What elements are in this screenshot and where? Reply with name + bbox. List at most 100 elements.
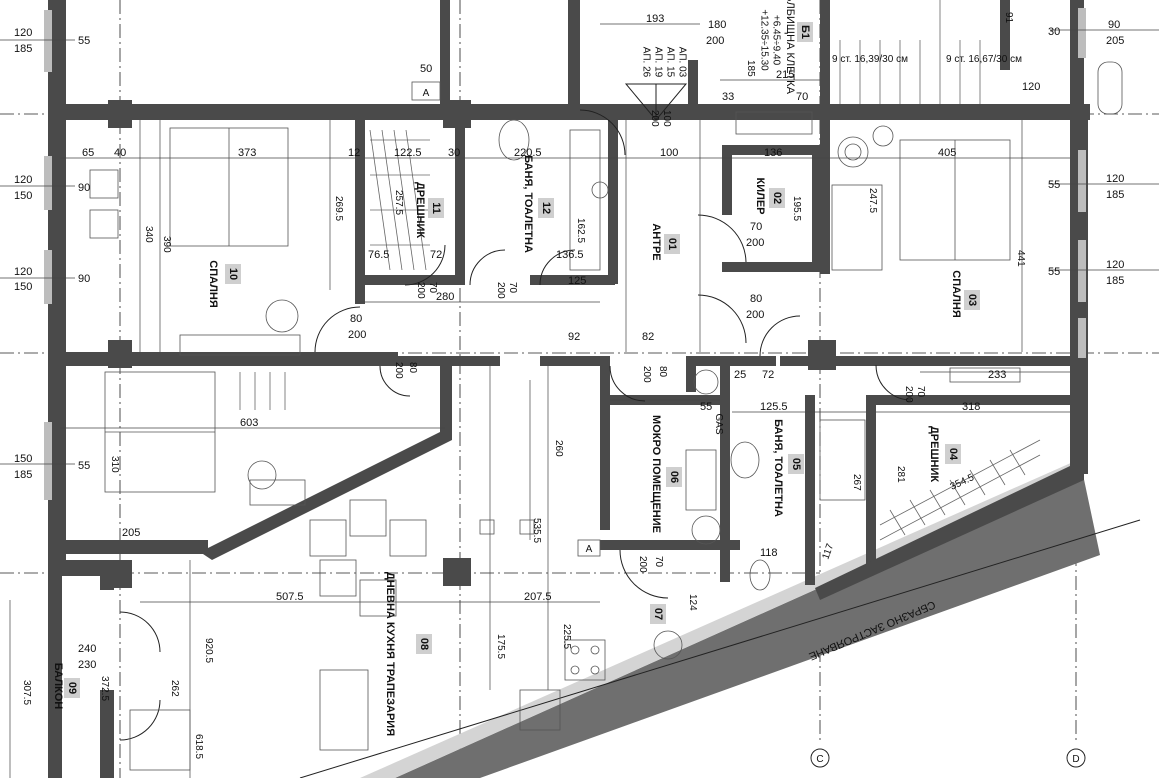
- gas-label: GAS: [713, 413, 724, 434]
- door-6-h: 200: [903, 386, 914, 403]
- win-l1-h: 185: [14, 43, 32, 55]
- win-l1-dim: 55: [78, 35, 90, 47]
- dimension-numbers: 373 405 603 507.5 207.5 280 122.5 220.5 …: [21, 12, 1040, 759]
- room-07-num: 07: [652, 608, 664, 620]
- dim-2695: 269.5: [333, 196, 344, 221]
- door-8-h: 200: [637, 556, 648, 573]
- door-12-w: 80: [407, 362, 418, 374]
- room-04-name: ДРЕШНИК: [928, 426, 940, 482]
- door-8-w: 70: [653, 556, 664, 568]
- dim-2575: 257.5: [393, 190, 404, 215]
- win-l4-dim: 55: [78, 460, 90, 472]
- win-r1-h: 205: [1106, 35, 1124, 47]
- dim-136: 136: [764, 147, 782, 159]
- dim-2475: 247.5: [867, 188, 878, 213]
- dim-92: 92: [568, 331, 580, 343]
- dim-1255: 125.5: [760, 401, 788, 413]
- dim-5355: 535.5: [531, 518, 542, 543]
- door-3-w: 80: [750, 293, 762, 305]
- room-09-num: 09: [66, 682, 78, 694]
- door-2-h: 200: [746, 237, 764, 249]
- win-l3-h: 150: [14, 281, 32, 293]
- dim-1955: 195.5: [791, 196, 802, 221]
- door-9-h: 200: [649, 110, 660, 127]
- door-6-w: 70: [915, 386, 926, 398]
- dim-3545: 354.5: [949, 472, 977, 493]
- win-l2-h: 150: [14, 190, 32, 202]
- door-7-h: 200: [641, 366, 652, 383]
- dim-100: 100: [660, 147, 678, 159]
- dim-1225: 122.5: [394, 147, 422, 159]
- dim-2075: 207.5: [524, 591, 552, 603]
- dim-1625: 162.5: [575, 218, 586, 243]
- door-3-h: 200: [746, 309, 764, 321]
- win-l2-w: 120: [14, 174, 32, 186]
- dim-40: 40: [114, 147, 126, 159]
- room-12-num: 12: [540, 202, 552, 214]
- win-l1-w: 120: [14, 27, 32, 39]
- stair-num: Б1: [799, 25, 811, 39]
- dim-267: 267: [851, 474, 862, 491]
- left-window-labels: 120 185 55 120 150 90 120 150 90 150 185…: [14, 27, 90, 481]
- room-01-name: АНТРЕ: [650, 223, 662, 260]
- dim-1755: 175.5: [495, 634, 506, 659]
- room-05-name: БАНЯ, ТОАЛЕТНА: [772, 419, 784, 517]
- win-r3-h: 185: [1106, 275, 1124, 287]
- dim-233: 233: [988, 369, 1006, 381]
- dim-124: 124: [687, 594, 698, 611]
- room-06-num: 06: [668, 471, 680, 483]
- dim-373: 373: [238, 147, 256, 159]
- stair-flight-1: АП. 03: [676, 47, 687, 78]
- dim-262: 262: [169, 680, 180, 697]
- dim-70: 70: [796, 91, 808, 103]
- axis-d-label: D: [1072, 754, 1079, 765]
- dim-9205: 920.5: [203, 638, 214, 663]
- room-03-name: СПАЛНЯ: [950, 270, 962, 318]
- win-r1-dim: 30: [1048, 26, 1060, 38]
- dim-405: 405: [938, 147, 956, 159]
- dim-603: 603: [240, 417, 258, 429]
- stair-steps-a: 9 ст. 16,39/30 см: [832, 54, 908, 65]
- door-10-w: 180: [708, 19, 726, 31]
- win-r2-w: 120: [1106, 173, 1124, 185]
- room-08-name: ДНЕВНА КУХНЯ ТРАПЕЗАРИЯ: [384, 572, 396, 736]
- dim-3725: 372.5: [99, 676, 110, 701]
- door-11-h: 230: [78, 659, 96, 671]
- dim-260: 260: [553, 440, 564, 457]
- door-10-h: 200: [706, 35, 724, 47]
- door-4-w: 70: [427, 282, 438, 294]
- win-l3-w: 120: [14, 266, 32, 278]
- win-l4-w: 150: [14, 453, 32, 465]
- dim-117: 117: [820, 542, 836, 561]
- room-04-num: 04: [947, 448, 959, 461]
- dim-215: 215: [776, 69, 794, 81]
- door-11-w: 240: [78, 643, 96, 655]
- room-10-name: СПАЛНЯ: [207, 260, 219, 308]
- dim-72: 72: [430, 249, 442, 261]
- dim-205: 205: [122, 527, 140, 539]
- room-09-name: БАЛКОН: [52, 663, 64, 710]
- dim-72b: 72: [762, 369, 774, 381]
- dim-193: 193: [646, 13, 664, 25]
- dim-125: 125: [568, 275, 586, 287]
- dim-82: 82: [642, 331, 654, 343]
- door-7-w: 80: [657, 366, 668, 378]
- dim-281: 281: [895, 466, 906, 483]
- dim-318: 318: [962, 401, 980, 413]
- dim-765: 76.5: [368, 249, 389, 261]
- room-11-name: ДРЕШНИК: [414, 182, 426, 238]
- dim-5075: 507.5: [276, 591, 304, 603]
- dim-33: 33: [722, 91, 734, 103]
- dim-310: 310: [109, 456, 120, 473]
- stair-flight-2: АП. 15: [664, 47, 675, 78]
- door-2-w: 70: [750, 221, 762, 233]
- right-window-labels: 90 205 30 120 185 55 120 185 55: [1048, 19, 1124, 287]
- axis-c-label: C: [816, 754, 823, 765]
- dim-30: 30: [448, 147, 460, 159]
- stair-level-1: +6.45÷9.40: [770, 15, 781, 66]
- dim-3075: 307.5: [21, 680, 32, 705]
- stair-hatching: [239, 0, 1041, 541]
- stair-flight-4: АП. 26: [640, 47, 651, 78]
- room-05-num: 05: [790, 458, 802, 470]
